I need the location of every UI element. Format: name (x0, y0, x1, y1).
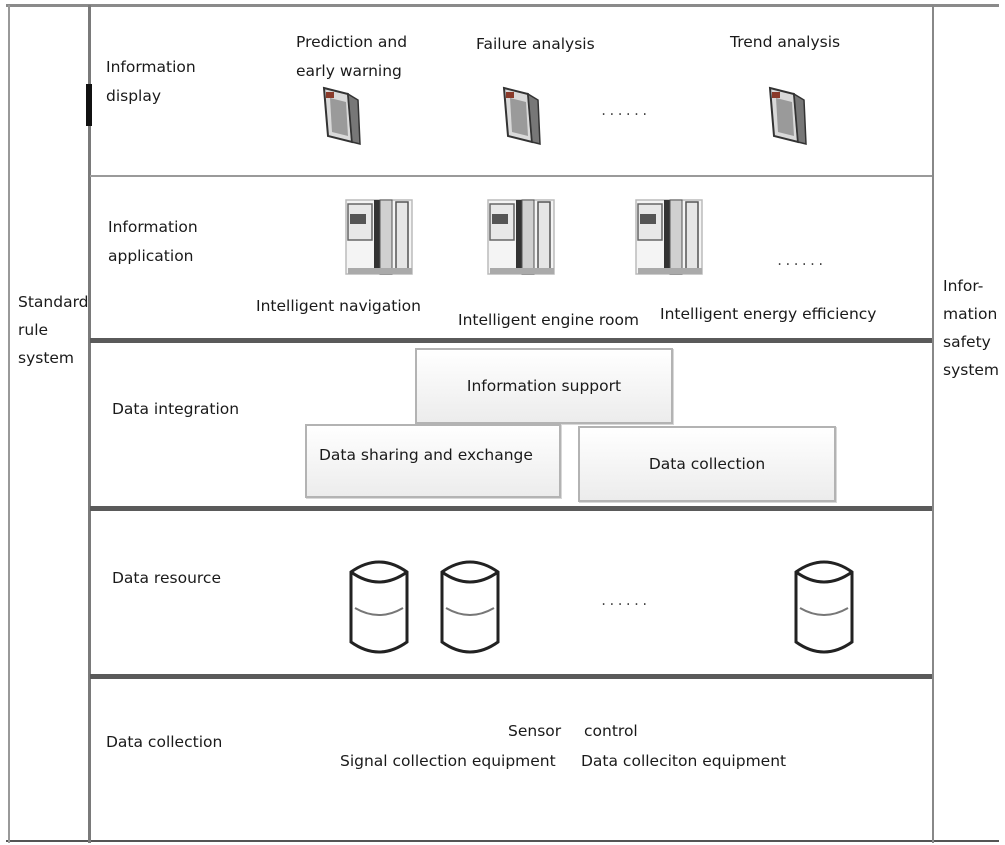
layer-label: Data collection (106, 733, 223, 751)
control-label: control (584, 722, 638, 740)
monitor-display-icon (768, 86, 807, 145)
display-item-label: Trend analysis (730, 33, 841, 51)
information-support-box: Information support (415, 348, 673, 424)
cabinet-server-icon (345, 199, 413, 275)
frame-left-edge (8, 5, 10, 843)
application-item-label: Intelligent energy efficiency (660, 305, 877, 323)
layer-label: Data integration (112, 400, 240, 418)
database-cylinder-icon (440, 560, 500, 654)
sensor-label: Sensor (508, 722, 562, 740)
ellipsis-marker: ...... (600, 594, 650, 608)
layer-divider (90, 175, 932, 177)
diagram-frame (6, 4, 999, 842)
layer-divider (90, 506, 932, 511)
data-collection-box: Data collection (578, 426, 836, 502)
display-item-label: Prediction and early warning (296, 33, 408, 80)
layer-divider (90, 674, 932, 679)
left-accent-bar (86, 84, 92, 126)
ellipsis-marker: ...... (776, 254, 826, 268)
display-item-label: Failure analysis (476, 35, 595, 53)
database-cylinder-icon (349, 560, 409, 654)
application-item-label: Intelligent navigation (256, 297, 421, 315)
monitor-display-icon (322, 86, 361, 145)
cabinet-server-icon (635, 199, 703, 275)
application-item-label: Intelligent engine room (458, 311, 640, 329)
column-divider-left (88, 5, 91, 843)
cabinet-server-icon (487, 199, 555, 275)
column-divider-right (932, 5, 934, 843)
standard-rule-system-label: Standard rule system (18, 293, 89, 367)
database-cylinder-icon (794, 560, 854, 654)
layer-label: Information display (106, 58, 196, 105)
monitor-display-icon (502, 86, 541, 145)
layer-label: Data resource (112, 569, 221, 587)
information-safety-system-label: Infor- mation safety system (943, 277, 1000, 379)
ellipsis-marker: ...... (600, 104, 650, 118)
data-collection-equipment-label: Data colleciton equipment (581, 752, 787, 770)
layer-divider (90, 338, 932, 343)
data-sharing-exchange-box: Data sharing and exchange (305, 424, 561, 498)
layer-label: Information application (108, 218, 198, 265)
signal-collection-equipment-label: Signal collection equipment (340, 752, 556, 770)
